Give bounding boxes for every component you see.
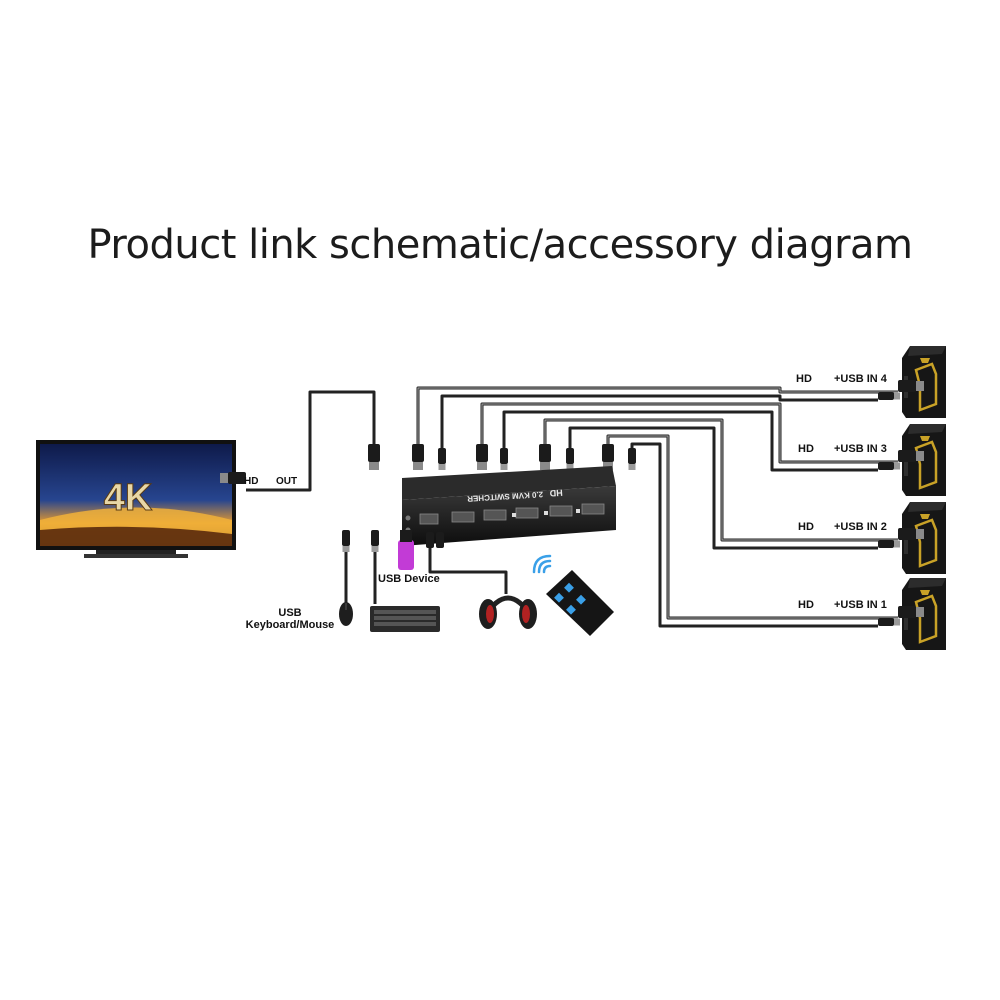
usb-plug-in1 (628, 448, 636, 470)
input-2-usb-label: +USB IN 2 (834, 521, 887, 533)
usb-plug-pc3 (878, 462, 900, 470)
cable-audio (428, 548, 508, 594)
input-1-hd-label: HD (798, 599, 814, 611)
hdmi-plug-pc4 (898, 380, 924, 392)
hdmi-plug-out (368, 444, 380, 470)
label-hd-out-hd: HD (244, 476, 258, 487)
input-2-hd-label: HD (798, 521, 814, 533)
label-usb-device: USB Device (378, 573, 440, 585)
pc-input-4: HD +USB IN 4 (796, 344, 948, 420)
cable-hd-out (246, 390, 376, 492)
input-1-usb-label: +USB IN 1 (834, 599, 887, 611)
cable-in3-usb (502, 410, 878, 472)
switcher-brand: HD (549, 488, 563, 499)
usb-plug-in2 (566, 448, 574, 470)
hdmi-plug-in1 (602, 444, 614, 470)
cable-in4-usb (440, 394, 878, 450)
hdmi-plug-in3 (476, 444, 488, 470)
hdmi-plug-pc2 (898, 528, 924, 540)
usb-plug-pc4 (878, 392, 900, 400)
keyboard-icon (370, 606, 440, 632)
headphones-icon (479, 595, 537, 629)
usb-plug-pc1 (878, 618, 900, 626)
input-4-hd-label: HD (796, 373, 812, 385)
usb-stick-device (398, 530, 414, 570)
usb-plug-pc2 (878, 540, 900, 548)
cable-in2-usb (568, 426, 878, 550)
hdmi-plug-pc1 (898, 606, 924, 618)
hdmi-plug-pc3 (898, 450, 924, 462)
input-4-usb-label: +USB IN 4 (834, 373, 888, 385)
hdmi-plug-in4 (412, 444, 424, 470)
cable-in1-usb (630, 442, 878, 628)
wireless-signal-icon (532, 554, 552, 574)
tv-badge-4k: 4K (104, 477, 153, 519)
audio-plug (426, 532, 444, 548)
diagram-title: Product link schematic/accessory diagram (87, 222, 914, 268)
usb-plug-in4 (438, 448, 446, 470)
mouse-icon (339, 602, 353, 626)
usb-plug-kbm (342, 530, 350, 552)
label-usb-kbm-line1: USB (278, 607, 301, 619)
usb-plug-kbd (371, 530, 379, 552)
hdmi-out-plug (220, 472, 246, 484)
kvm-switcher: 2.0 KVM SWITCHER HD (402, 466, 616, 546)
tv-monitor: 4K (36, 440, 236, 558)
input-3-hd-label: HD (798, 443, 814, 455)
hdmi-plug-in2 (539, 444, 551, 470)
label-usb-kbm-line2: Keyboard/Mouse (246, 619, 335, 631)
pc-input-1: HD +USB IN 1 (798, 576, 948, 652)
remote-control (546, 570, 614, 636)
input-3-usb-label: +USB IN 3 (834, 443, 887, 455)
pc-input-3: HD +USB IN 3 (798, 422, 948, 498)
usb-plug-in3 (500, 448, 508, 470)
label-hd-out-out: OUT (276, 476, 297, 487)
pc-input-2: HD +USB IN 2 (798, 500, 948, 576)
